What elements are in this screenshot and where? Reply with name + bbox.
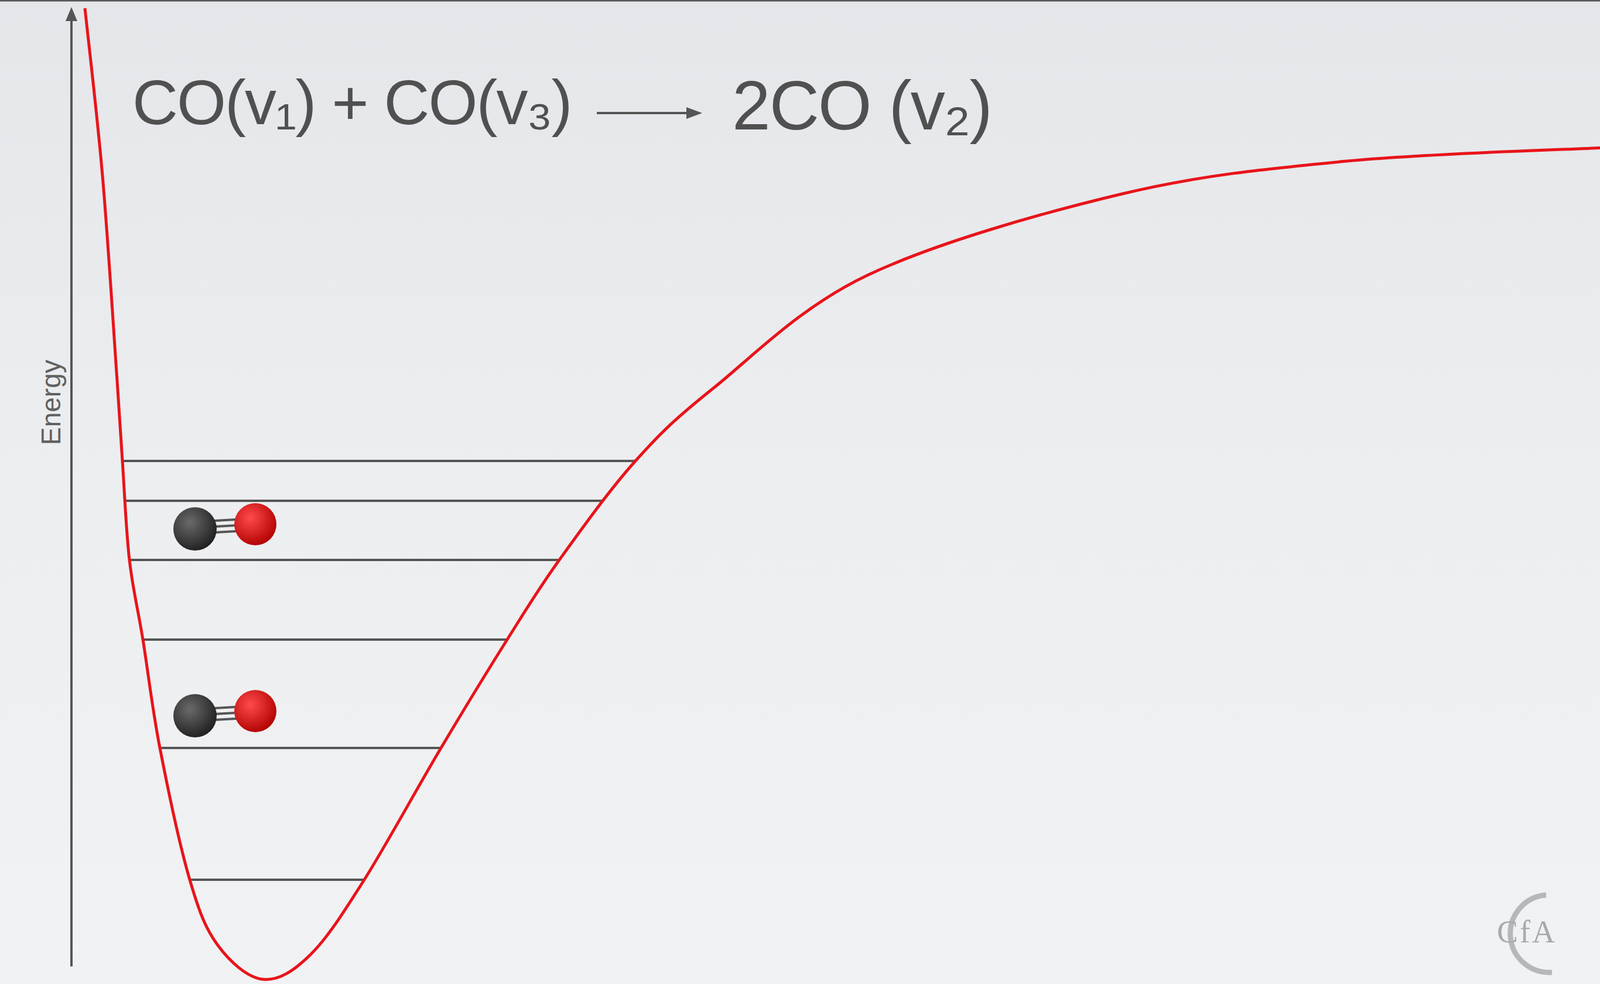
co-molecule (173, 503, 277, 551)
axis-label: Energy (35, 359, 67, 446)
energy-axis (70, 17, 73, 967)
morse-potential-curve (84, 8, 1600, 980)
vibrational-levels (122, 460, 636, 880)
axis-arrowhead (65, 7, 78, 22)
co-molecule (173, 689, 277, 738)
reaction-arrow (596, 111, 689, 115)
reaction-arrowhead (686, 107, 703, 119)
top-border (0, 0, 1600, 2)
products-label: 2CO (v₂) (732, 65, 992, 146)
logo-watermark: CfA (1496, 913, 1557, 950)
reactants-label: CO(v₁) + CO(v₃) (132, 65, 572, 139)
